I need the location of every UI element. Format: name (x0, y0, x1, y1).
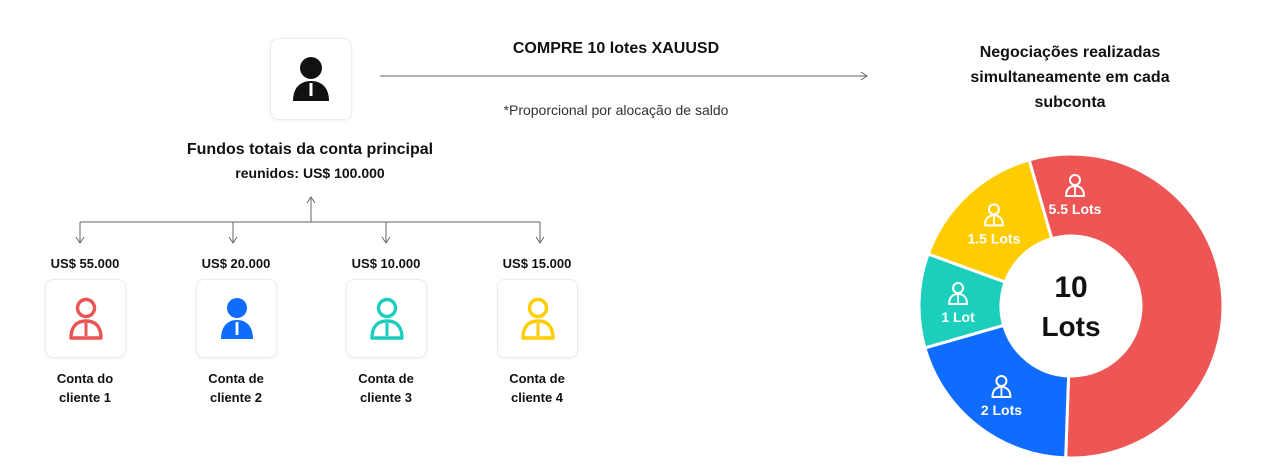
lots-donut-chart: 5.5 Lots 2 Lots 1 Lot 1.5 Lots 10 Lots (917, 152, 1225, 460)
client-1-label-line2: cliente 1 (58, 390, 112, 405)
client-3-label-line2: cliente 3 (359, 390, 413, 405)
client-2-label-line2: cliente 2 (209, 390, 263, 405)
client-4-label-line2: cliente 4 (510, 390, 564, 405)
person-outline-icon (369, 297, 404, 340)
result-title-line1: Negociações realizadas (979, 44, 1161, 61)
donut-slice-2-person-icon (991, 375, 1012, 399)
donut-slice-4-person-icon (983, 203, 1004, 227)
client-1-label: Conta do cliente 1 (30, 369, 140, 407)
down-arrows (75, 222, 545, 244)
person-outline-icon (68, 297, 103, 340)
donut-center-unit: Lots (1041, 311, 1100, 342)
donut-slice-4 (926, 158, 1054, 284)
master-account-card (270, 38, 352, 120)
donut-slice-2-label: 2 Lots (981, 402, 1022, 418)
client-2-card (196, 279, 277, 358)
donut-slice-3-label: 1 Lot (941, 309, 975, 325)
master-label-line2: reunidos: US$ 100.000 (235, 165, 385, 181)
master-label-line1: Fundos totais da conta principal (186, 141, 434, 158)
client-4-label: Conta de cliente 4 (482, 369, 592, 407)
client-3-label: Conta de cliente 3 (331, 369, 441, 407)
client-4-card (497, 279, 578, 358)
client-2-label-line1: Conta de (208, 371, 264, 386)
up-arrow-head (306, 196, 316, 204)
person-tie-icon (293, 57, 329, 101)
client-1-card (45, 279, 126, 358)
client-3-card (346, 279, 427, 358)
donut-center-value: 10 (1054, 271, 1087, 304)
client-4-label-line1: Conta de (509, 371, 565, 386)
donut-slice-3-person-icon (948, 282, 969, 306)
result-title: Negociações realizadas simultaneamente e… (930, 40, 1210, 115)
donut-slice-1-label: 5.5 Lots (1049, 201, 1102, 217)
result-title-line2: simultaneamente em cada (970, 69, 1170, 86)
order-arrow-head (860, 71, 868, 81)
client-3-amount: US$ 10.000 (351, 256, 421, 271)
donut-slices (917, 152, 1225, 460)
order-title: COMPRE 10 lotes XAUUSD (512, 40, 720, 57)
client-1-amount: US$ 55.000 (50, 256, 120, 271)
client-2-label: Conta de cliente 2 (181, 369, 291, 407)
donut-slice-4-label: 1.5 Lots (967, 230, 1020, 246)
client-1-label-line1: Conta do (56, 371, 114, 386)
donut-slice-1-person-icon (1065, 174, 1085, 197)
order-note: *Proporcional por alocação de saldo (503, 102, 729, 118)
donut-slice-2 (923, 323, 1071, 460)
donut-slice-1 (1027, 152, 1225, 460)
client-3-label-line1: Conta de (358, 371, 414, 386)
donut-labels: 5.5 Lots 2 Lots 1 Lot 1.5 Lots (941, 174, 1102, 418)
result-title-line3: subconta (1034, 94, 1106, 111)
client-2-amount: US$ 20.000 (201, 256, 271, 271)
client-4-amount: US$ 15.000 (502, 256, 572, 271)
person-filled-icon (220, 297, 253, 339)
person-outline-icon (520, 297, 555, 340)
